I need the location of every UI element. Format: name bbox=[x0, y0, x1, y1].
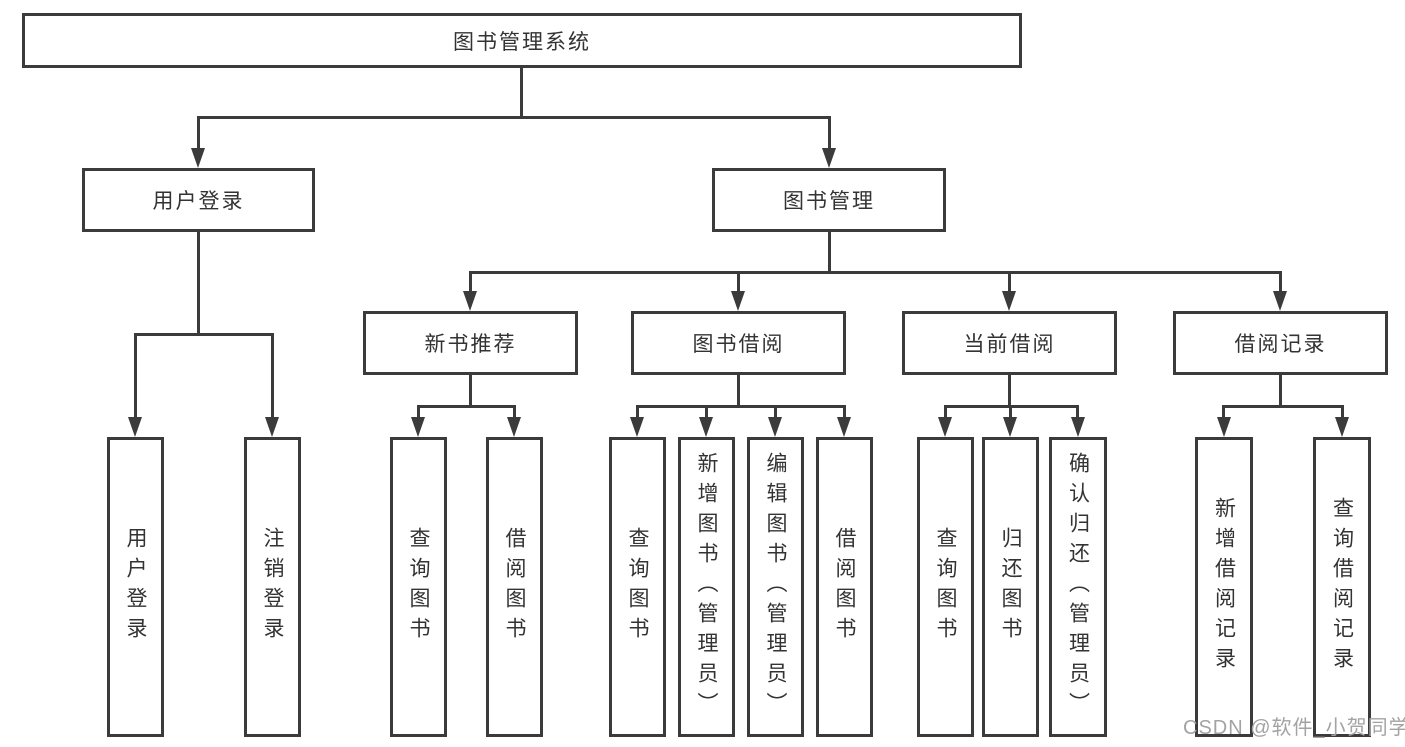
connector-current-stem bbox=[1008, 375, 1011, 408]
connector-current-child1 bbox=[944, 405, 947, 418]
leaf-borrow-borrow-books: 借阅图书 bbox=[816, 437, 873, 737]
connector-borrow-stem bbox=[737, 375, 740, 408]
connector-to-leaf-logout bbox=[271, 333, 274, 417]
leaf-current-query-books-label: 查询图书 bbox=[934, 527, 957, 647]
node-user-login: 用户登录 bbox=[82, 168, 315, 232]
node-current-borrow: 当前借阅 bbox=[902, 311, 1117, 375]
arrowhead-leaf-logout bbox=[265, 417, 279, 437]
arrowhead-recommend-child2 bbox=[507, 417, 521, 437]
connector-to-borrow bbox=[737, 271, 740, 293]
connector-login-rail bbox=[134, 333, 274, 336]
arrowhead-records bbox=[1273, 291, 1287, 311]
arrowhead-borrow-child3 bbox=[768, 417, 782, 437]
arrowhead-current-child3 bbox=[1071, 417, 1085, 437]
connector-recommend-child2 bbox=[513, 405, 516, 418]
leaf-recommend-borrow-books-label: 借阅图书 bbox=[503, 527, 526, 647]
leaf-records-query-record: 查询借阅记录 bbox=[1313, 437, 1371, 737]
arrowhead-user-login bbox=[191, 148, 205, 168]
arrowhead-records-child2 bbox=[1335, 417, 1349, 437]
node-user-login-label: 用户登录 bbox=[152, 190, 245, 213]
leaf-user-login-label: 用户登录 bbox=[124, 527, 147, 647]
node-book-borrow: 图书借阅 bbox=[631, 311, 846, 375]
connector-mgmt-stem bbox=[828, 232, 831, 274]
leaf-current-confirm-return-admin-label: 确认归还（管理员） bbox=[1066, 452, 1090, 722]
arrowhead-current-child2 bbox=[1003, 417, 1017, 437]
arrowhead-records-child1 bbox=[1217, 417, 1231, 437]
connector-to-book-mgmt bbox=[828, 116, 831, 148]
connector-recommend-rail bbox=[417, 405, 516, 408]
leaf-borrow-add-books-admin: 新增图书（管理员） bbox=[678, 437, 735, 737]
leaf-recommend-query-books: 查询图书 bbox=[390, 437, 447, 737]
connector-to-recommend bbox=[469, 271, 472, 293]
connector-to-leaf-login bbox=[134, 333, 137, 417]
connector-level1-rail bbox=[197, 116, 831, 119]
leaf-logout: 注销登录 bbox=[244, 437, 301, 737]
leaf-borrow-edit-books-admin-label: 编辑图书（管理员） bbox=[764, 452, 787, 722]
arrowhead-current-child1 bbox=[938, 417, 952, 437]
connector-recommend-child1 bbox=[417, 405, 420, 418]
connector-current-child2 bbox=[1009, 405, 1012, 418]
node-current-borrow-label: 当前借阅 bbox=[963, 333, 1056, 356]
arrowhead-borrow-child2 bbox=[699, 417, 713, 437]
node-book-mgmt-label: 图书管理 bbox=[783, 190, 875, 213]
leaf-borrow-edit-books-admin: 编辑图书（管理员） bbox=[747, 437, 804, 737]
leaf-user-login: 用户登录 bbox=[107, 437, 164, 737]
leaf-borrow-add-books-admin-label: 新增图书（管理员） bbox=[695, 452, 718, 722]
leaf-records-query-record-label: 查询借阅记录 bbox=[1330, 497, 1354, 677]
arrowhead-recommend bbox=[463, 291, 477, 311]
node-library-system-label: 图书管理系统 bbox=[453, 30, 591, 54]
connector-level2-rail bbox=[469, 271, 1282, 274]
arrowhead-current bbox=[1002, 291, 1016, 311]
connector-records-stem bbox=[1279, 375, 1282, 408]
arrowhead-borrow bbox=[731, 291, 745, 311]
leaf-current-return-books-label: 归还图书 bbox=[999, 527, 1022, 647]
leaf-logout-label: 注销登录 bbox=[261, 527, 284, 647]
connector-records-child2 bbox=[1341, 405, 1344, 418]
leaf-borrow-query-books: 查询图书 bbox=[609, 437, 666, 737]
connector-borrow-child1 bbox=[636, 405, 639, 418]
leaf-borrow-borrow-books-label: 借阅图书 bbox=[833, 527, 856, 647]
connector-login-stem bbox=[197, 232, 200, 336]
connector-to-current bbox=[1008, 271, 1011, 293]
node-borrow-records-label: 借阅记录 bbox=[1234, 333, 1327, 356]
connector-root-stem bbox=[520, 68, 523, 119]
arrowhead-book-mgmt bbox=[822, 148, 836, 168]
leaf-current-return-books: 归还图书 bbox=[982, 437, 1039, 737]
arrowhead-leaf-login bbox=[128, 417, 142, 437]
leaf-current-query-books: 查询图书 bbox=[917, 437, 974, 737]
csdn-watermark: CSDN @软件_小贺同学 bbox=[1183, 717, 1405, 739]
node-book-mgmt: 图书管理 bbox=[712, 168, 946, 232]
node-library-system: 图书管理系统 bbox=[22, 13, 1022, 68]
connector-to-user-login bbox=[197, 116, 200, 148]
leaf-recommend-query-books-label: 查询图书 bbox=[407, 527, 430, 647]
leaf-records-add-record-label: 新增借阅记录 bbox=[1212, 497, 1236, 677]
connector-current-child3 bbox=[1076, 405, 1079, 418]
arrowhead-borrow-child4 bbox=[837, 417, 851, 437]
arrowhead-recommend-child1 bbox=[411, 417, 425, 437]
node-new-book-recommend-label: 新书推荐 bbox=[424, 333, 517, 356]
leaf-records-add-record: 新增借阅记录 bbox=[1195, 437, 1253, 737]
connector-borrow-child2 bbox=[705, 405, 708, 418]
connector-borrow-rail bbox=[636, 405, 846, 408]
connector-records-child1 bbox=[1222, 405, 1225, 418]
node-new-book-recommend: 新书推荐 bbox=[363, 311, 578, 375]
leaf-recommend-borrow-books: 借阅图书 bbox=[486, 437, 543, 737]
leaf-borrow-query-books-label: 查询图书 bbox=[626, 527, 649, 647]
connector-to-records bbox=[1279, 271, 1282, 293]
connector-recommend-stem bbox=[469, 375, 472, 408]
connector-borrow-child4 bbox=[843, 405, 846, 418]
connector-records-rail bbox=[1222, 405, 1344, 408]
node-book-borrow-label: 图书借阅 bbox=[692, 333, 785, 356]
connector-borrow-child3 bbox=[774, 405, 777, 418]
arrowhead-borrow-child1 bbox=[630, 417, 644, 437]
leaf-current-confirm-return-admin: 确认归还（管理员） bbox=[1049, 437, 1107, 737]
node-borrow-records: 借阅记录 bbox=[1173, 311, 1388, 375]
